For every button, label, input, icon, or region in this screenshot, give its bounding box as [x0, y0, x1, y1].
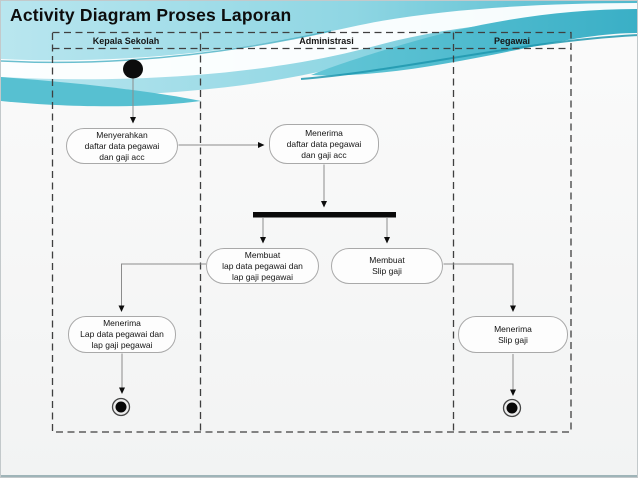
lane-label-pegawai: Pegawai [493, 35, 531, 46]
fork-bar [253, 212, 396, 218]
activity-menerima-lap: Menerima Lap data pegawai dan lap gaji p… [68, 316, 176, 353]
activity-membuat-slip: Membuat Slip gaji [331, 248, 443, 284]
lane-label-administrasi: Administrasi [299, 35, 354, 46]
final-node-kepala-icon [111, 397, 131, 417]
activity-membuat-lap: Membuat lap data pegawai dan lap gaji pe… [206, 248, 319, 284]
slide-bottom-edge [1, 475, 637, 477]
activity-menerima-daftar: Menerima daftar data pegawai dan gaji ac… [269, 124, 379, 164]
wave-teal-swoosh-right [300, 9, 637, 80]
connector-membuat-lap-to-menerima-lap [118, 263, 206, 312]
page-title: Activity Diagram Proses Laporan [10, 5, 292, 25]
wave-white-swoosh [1, 3, 637, 80]
activity-menerima-slip: Menerima Slip gaji [458, 316, 568, 353]
wave-teal-wedge-left [1, 30, 332, 107]
connectors [118, 78, 516, 396]
activity-menyerahkan-daftar: Menyerahkan daftar data pegawai dan gaji… [66, 128, 178, 164]
swimlane-outer-border [51, 31, 572, 433]
swimlane-frame [51, 31, 572, 433]
lane-label-kepala-sekolah: Kepala Sekolah [92, 35, 160, 46]
final-node-pegawai-icon [502, 398, 522, 418]
initial-node-icon [123, 59, 143, 79]
connector-membuat-slip-to-menerima-slip [443, 263, 516, 312]
